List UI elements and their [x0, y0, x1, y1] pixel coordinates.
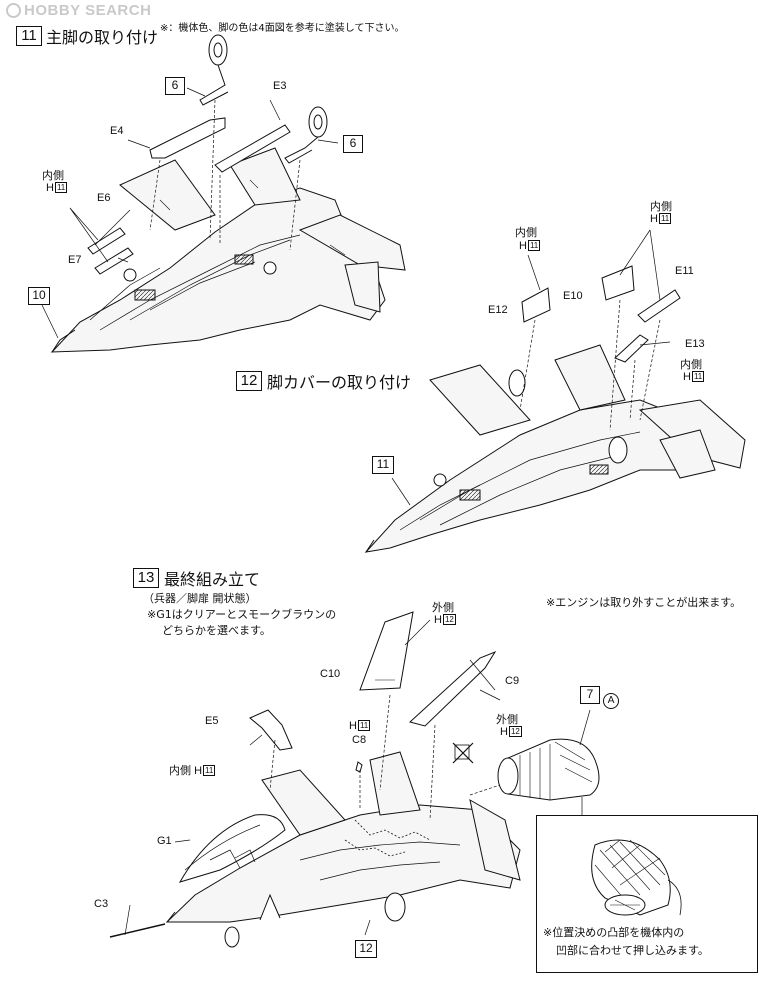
- h-letter: H: [683, 371, 691, 383]
- label-C3: C3: [94, 898, 109, 910]
- step-13-note1: ※G1はクリアーとスモークブラウンの: [147, 608, 337, 621]
- watermark-logo-icon: [6, 3, 21, 18]
- label-E4: E4: [110, 125, 124, 137]
- h-letter: H: [434, 614, 442, 626]
- label-C10: C10: [320, 668, 341, 680]
- part-ref-7: 7: [580, 686, 600, 704]
- h-letter: H: [500, 726, 508, 738]
- step-11-parts: [41, 34, 339, 339]
- label-inner-text: 内側: [169, 765, 191, 777]
- label-inner-text: 内側: [42, 170, 64, 182]
- part-ref-10: 10: [28, 287, 50, 305]
- label-E6: E6: [97, 192, 111, 204]
- h-letter: H: [519, 240, 527, 252]
- step-13-aircraft: [109, 751, 521, 948]
- step-12-title: 脚カバーの取り付け: [267, 373, 412, 392]
- label-inner-12a: 内側: [650, 201, 672, 213]
- label-E7: E7: [68, 254, 82, 266]
- step-12-parts: [391, 229, 681, 506]
- inset-note2: 凹部に合わせて押し込みます。: [556, 944, 709, 957]
- label-E11: E11: [675, 265, 694, 277]
- h-letter: H: [194, 765, 203, 777]
- label-inner-11: 内側: [42, 167, 64, 183]
- watermark-text: HOBBY SEARCH: [24, 2, 152, 19]
- step-12-aircraft: [364, 344, 746, 553]
- label-inner-12c: 内側: [680, 359, 702, 371]
- part-ref-11: 11: [372, 456, 394, 474]
- inset-engine-detail: [591, 839, 682, 916]
- label-C9: C9: [505, 675, 520, 687]
- h-number: 11: [658, 213, 672, 224]
- engine-note: ※エンジンは取り外すことが出来ます。: [546, 596, 742, 609]
- step-13-parts: [124, 611, 600, 936]
- h-letter: H: [650, 213, 658, 225]
- circled-a-icon: A: [603, 693, 619, 709]
- h-number: 12: [442, 614, 456, 625]
- part-ref-6b: 6: [343, 135, 363, 153]
- header-note: ※：機体色、脚の色は4面図を参考に塗装して下さい。: [160, 23, 405, 34]
- h-number: 11: [203, 765, 216, 776]
- step-13-subtitle: （兵器／脚扉 開状態）: [143, 592, 257, 605]
- label-E13: E13: [685, 338, 705, 350]
- part-ref-12: 12: [355, 940, 377, 958]
- step-11-title: 主脚の取り付け: [46, 28, 159, 47]
- label-G1: G1: [157, 835, 172, 847]
- h-number: 12: [508, 726, 522, 737]
- step-13-title: 最終組み立て: [164, 570, 261, 589]
- h-letter: H: [349, 720, 357, 732]
- h-number: 11: [527, 240, 541, 251]
- watermark: HOBBY SEARCH: [6, 2, 151, 19]
- label-E3: E3: [273, 80, 287, 92]
- h-number: 11: [54, 182, 68, 193]
- h-letter: H: [46, 182, 54, 194]
- label-C8: C8: [352, 734, 367, 746]
- option-a-marker: A: [603, 688, 619, 709]
- h-number: 11: [357, 720, 371, 731]
- step-11-number: 11: [16, 26, 42, 46]
- engine-inset-box: [536, 815, 758, 973]
- label-outer-b: 外側: [496, 714, 518, 726]
- part-ref-6a: 6: [165, 77, 185, 95]
- step-13-note2: どちらかを選べます。: [162, 624, 271, 637]
- label-outer-a: 外側: [432, 602, 454, 614]
- label-E5: E5: [205, 715, 219, 727]
- step-13-number: 13: [133, 568, 159, 588]
- label-inner-12b: 内側: [515, 227, 537, 239]
- step-12-number: 12: [236, 371, 262, 391]
- label-E12: E12: [488, 304, 508, 316]
- label-E10: E10: [563, 290, 583, 302]
- step-11-aircraft: [50, 147, 406, 353]
- h-number: 11: [691, 371, 705, 382]
- inset-note1: ※位置決めの凸部を機体内の: [543, 926, 685, 939]
